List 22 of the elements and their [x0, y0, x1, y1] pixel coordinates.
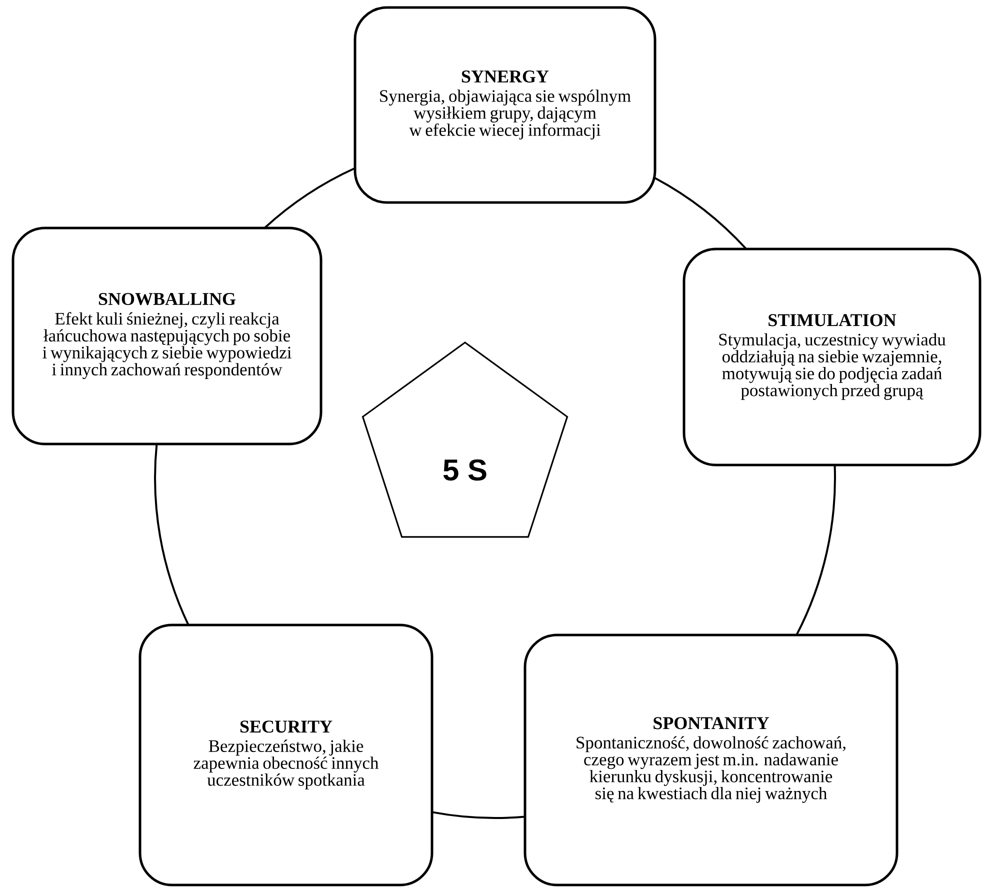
box-heading: SNOWBALLING: [98, 292, 236, 306]
rounded-box: [524, 634, 898, 886]
box-text: Synergia, objawiająca sie wspólnym wysiłkiem grupy, dającym w efekcie wiecej informacji: [380, 90, 631, 140]
rounded-box: [682, 248, 982, 466]
circle-arc: [654, 177, 747, 250]
rounded-box: [138, 624, 434, 886]
box-heading: SPONTANITY: [654, 717, 769, 730]
center-label: 5 S: [443, 459, 486, 481]
box-heading: STIMULATION: [768, 314, 896, 326]
rounded-box: [354, 6, 656, 204]
circle-arc: [432, 811, 525, 819]
box-text: Stymulacja, uczestnicy wywiadu oddziałują na siebie wzajemnie, motywują sie do podjęcia zadań postawionych przed grupą: [719, 333, 946, 400]
box-heading: SECURITY: [240, 720, 332, 733]
rounded-box: [12, 226, 322, 446]
circle-arc: [154, 444, 190, 626]
circle-arc: [796, 466, 836, 636]
pentagon: [362, 342, 568, 538]
box-text: Bezpieczeństwo, jakie zapewnia obecność innych uczestników spotkania: [194, 740, 379, 790]
box-text: Spontaniczność, dowolność zachowań, czego wyrazem jest m.in. nadawanie kierunku dyskusji, koncentrowanie się na kwestiach dla niej ważnych: [576, 736, 846, 803]
circle-arc: [264, 167, 355, 228]
box-heading: SYNERGY: [462, 70, 549, 83]
box-text: Efekt kuli śnieżnej, czyli reakcja łańcuchowa następujących po sobie i wynikających z siebie wypowiedzi i innych zachowań respondentów: [42, 312, 292, 380]
